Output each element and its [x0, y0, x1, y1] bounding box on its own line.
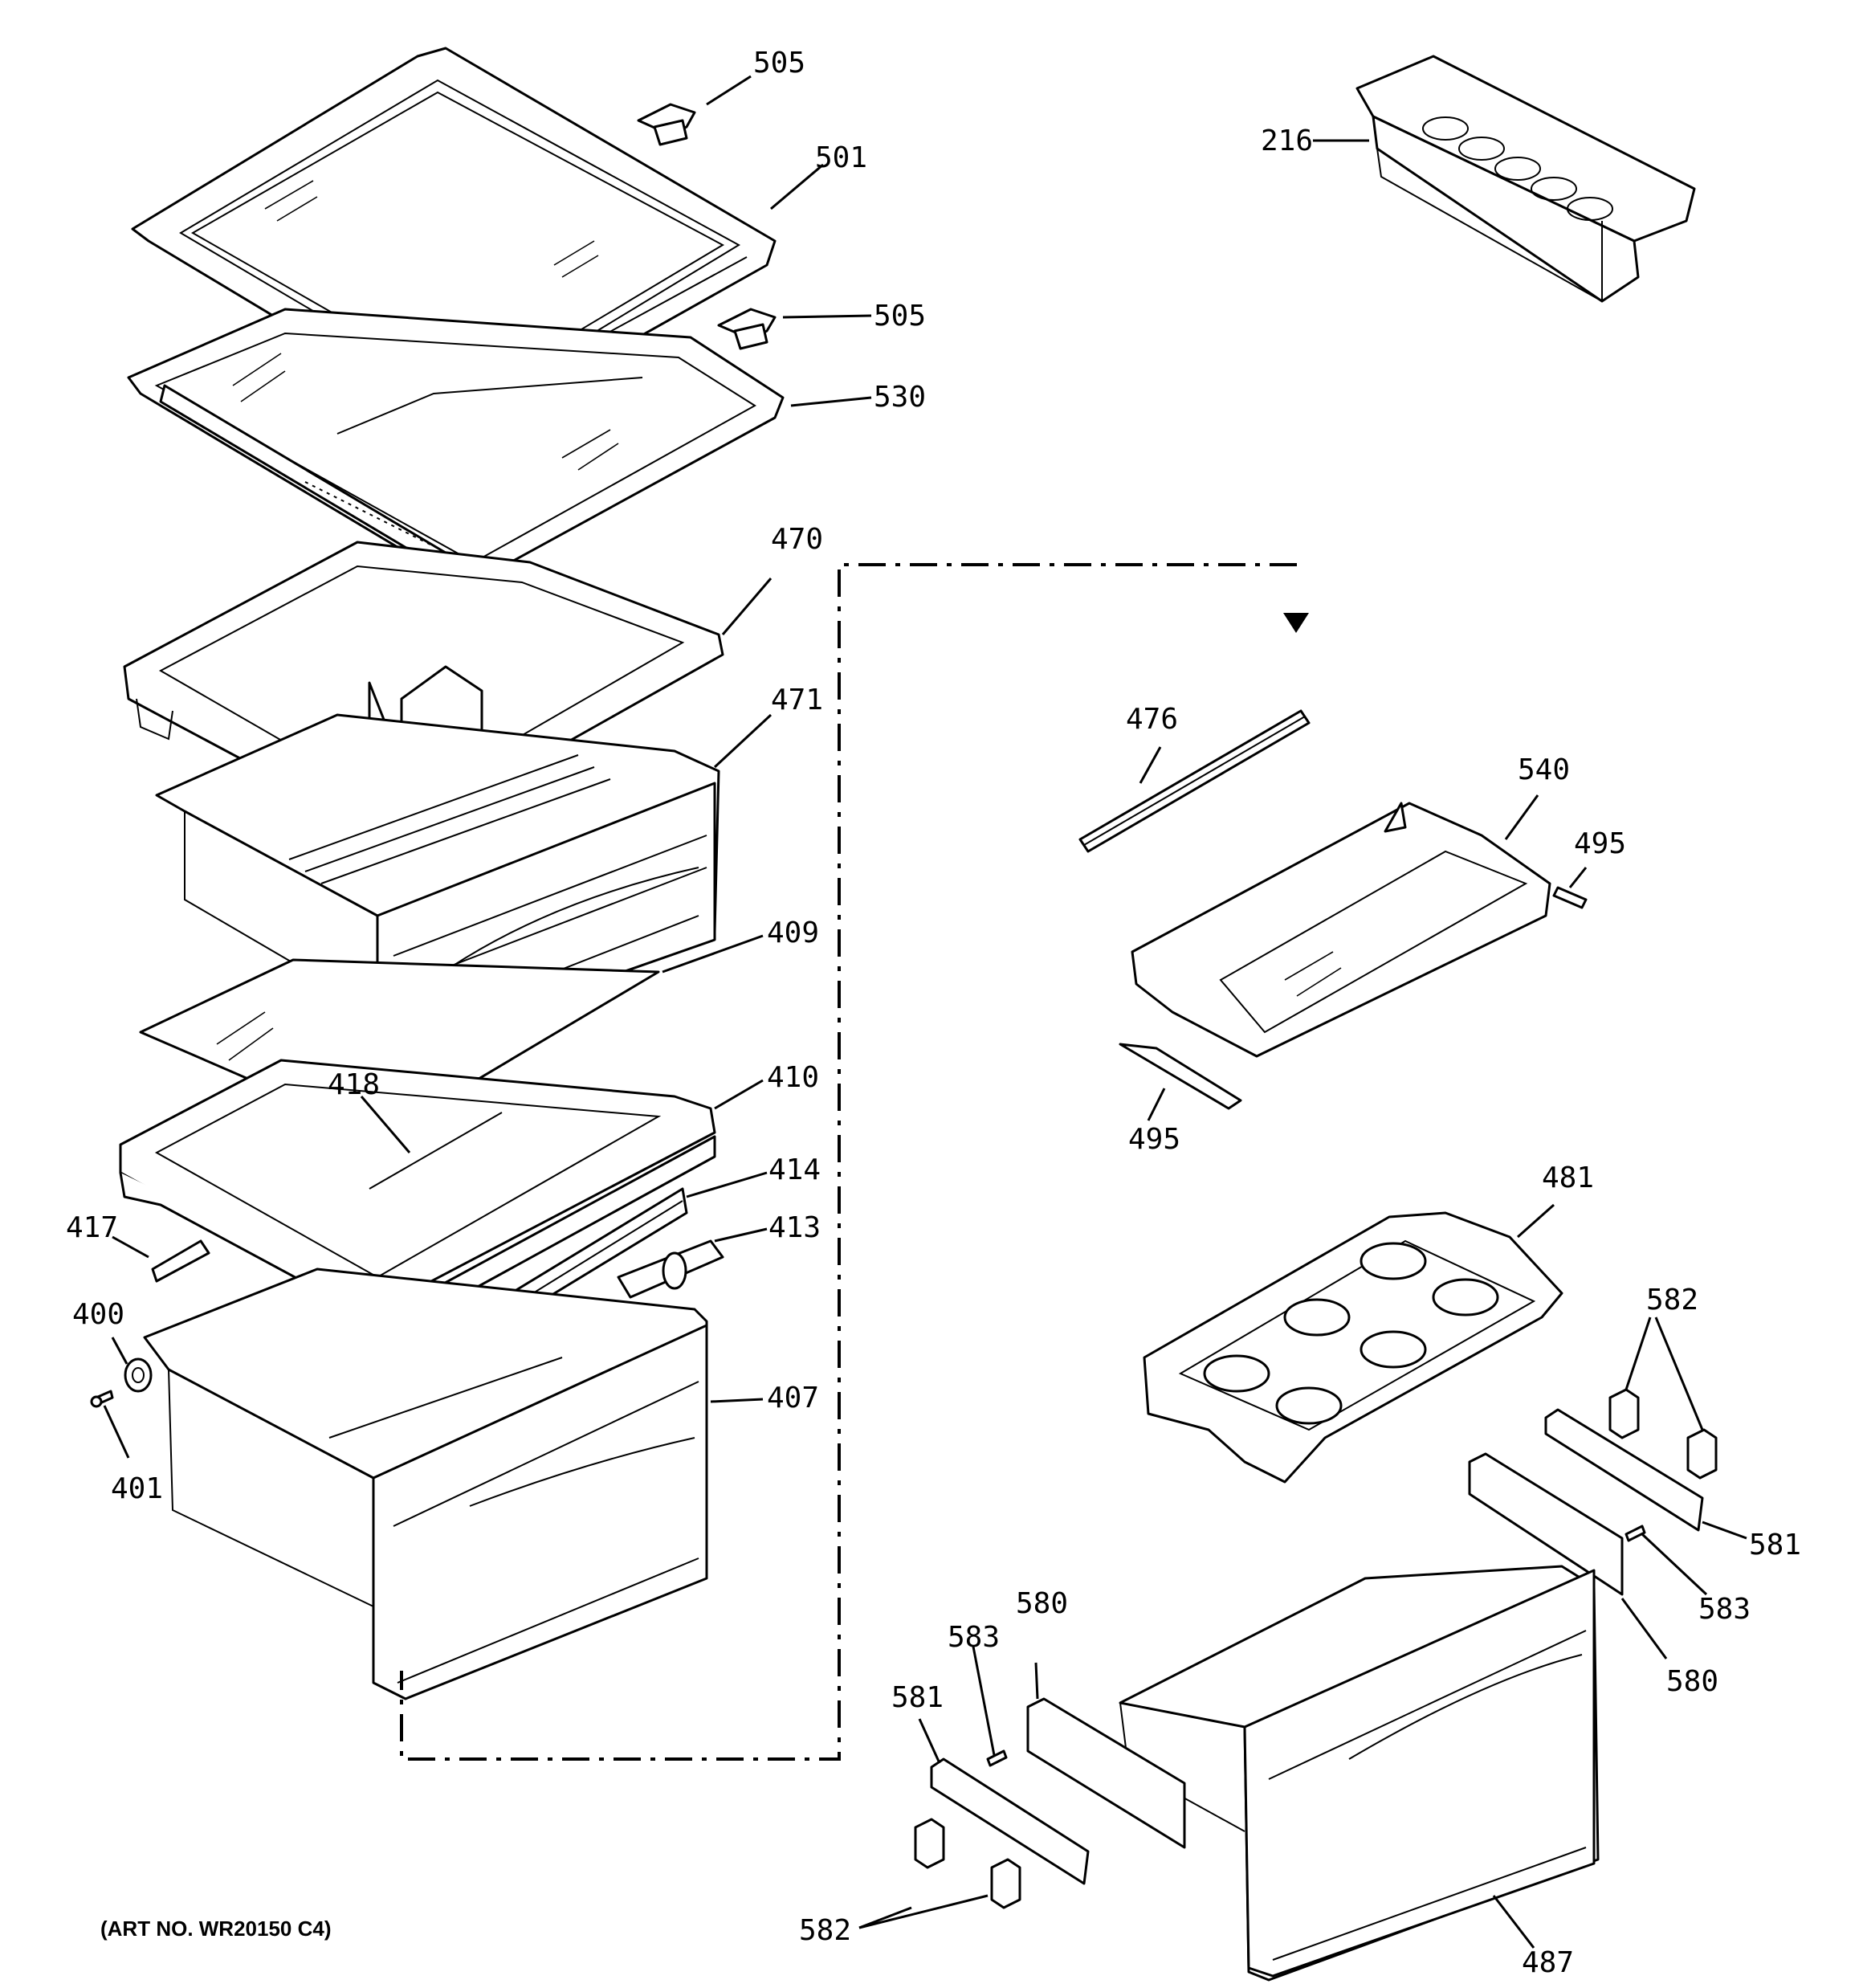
callout-470: 470	[771, 523, 823, 556]
part-505-shelf-clip-top	[637, 103, 696, 146]
part-400-wheel	[124, 1357, 153, 1393]
part-410-crisper-frame	[119, 1059, 716, 1339]
part-216-door-bin	[1355, 55, 1696, 303]
part-582-clip-left-b	[990, 1858, 1021, 1909]
callout-413: 413	[768, 1211, 821, 1244]
part-581-rail-right	[1544, 1408, 1704, 1532]
callout-582-right: 582	[1646, 1284, 1698, 1316]
callout-409: 409	[767, 916, 819, 949]
callout-487: 487	[1522, 1946, 1574, 1979]
part-580-slide-left	[1026, 1697, 1186, 1849]
callout-471: 471	[771, 684, 823, 716]
callout-583-right: 583	[1698, 1593, 1751, 1626]
callout-583-left: 583	[948, 1621, 1000, 1654]
callout-580-right: 580	[1666, 1665, 1718, 1698]
callout-495-bottom: 495	[1128, 1123, 1180, 1156]
callout-501: 501	[815, 141, 867, 174]
part-505-shelf-clip-middle	[717, 308, 777, 350]
part-407-pan-drawer	[143, 1268, 708, 1700]
part-413-roller	[617, 1239, 724, 1299]
callout-495-top: 495	[1574, 827, 1626, 860]
part-583-screw-left	[986, 1749, 1008, 1767]
callout-581-right: 581	[1749, 1529, 1801, 1561]
callout-505-top: 505	[753, 47, 805, 80]
callout-407: 407	[767, 1382, 819, 1414]
leader-lines	[103, 75, 1747, 1949]
part-487-meat-pan	[1119, 1565, 1600, 1982]
callout-418: 418	[328, 1068, 380, 1101]
part-540-pan-cover	[1131, 802, 1551, 1058]
callout-580-left: 580	[1016, 1587, 1068, 1620]
callout-481: 481	[1542, 1161, 1594, 1194]
part-495-guide-bottom	[1119, 1043, 1242, 1110]
callout-530: 530	[874, 381, 926, 414]
callout-400: 400	[72, 1298, 124, 1331]
callout-417: 417	[66, 1211, 118, 1244]
part-401-screw	[90, 1390, 114, 1408]
part-582-clip-left-a	[914, 1818, 945, 1869]
part-583-screw-right	[1625, 1525, 1646, 1542]
callout-582-left: 582	[799, 1914, 851, 1947]
callout-401: 401	[111, 1472, 163, 1505]
connection-line	[400, 563, 1309, 1761]
callout-labels: 505 501 505 530 216 470 471 409 418 410 …	[66, 47, 1801, 1979]
part-581-rail-left	[930, 1757, 1090, 1885]
art-number: (ART NO. WR20150 C4)	[100, 1917, 332, 1941]
part-417-rod	[151, 1239, 210, 1283]
part-495-guide-top	[1552, 886, 1588, 909]
callout-476: 476	[1126, 703, 1178, 736]
callout-581-left: 581	[891, 1681, 944, 1714]
part-530-shelf-frame	[127, 308, 785, 592]
part-582-clip-right-b	[1686, 1428, 1718, 1480]
part-481-tray	[1143, 1211, 1563, 1484]
callout-216: 216	[1261, 125, 1313, 157]
part-582-clip-right-a	[1608, 1388, 1640, 1439]
callout-410: 410	[767, 1061, 819, 1094]
part-580-slide-right	[1468, 1452, 1624, 1596]
callout-505-middle: 505	[874, 300, 926, 333]
callout-414: 414	[768, 1153, 821, 1186]
part-476-channel	[1078, 709, 1311, 853]
callout-540: 540	[1518, 753, 1570, 786]
